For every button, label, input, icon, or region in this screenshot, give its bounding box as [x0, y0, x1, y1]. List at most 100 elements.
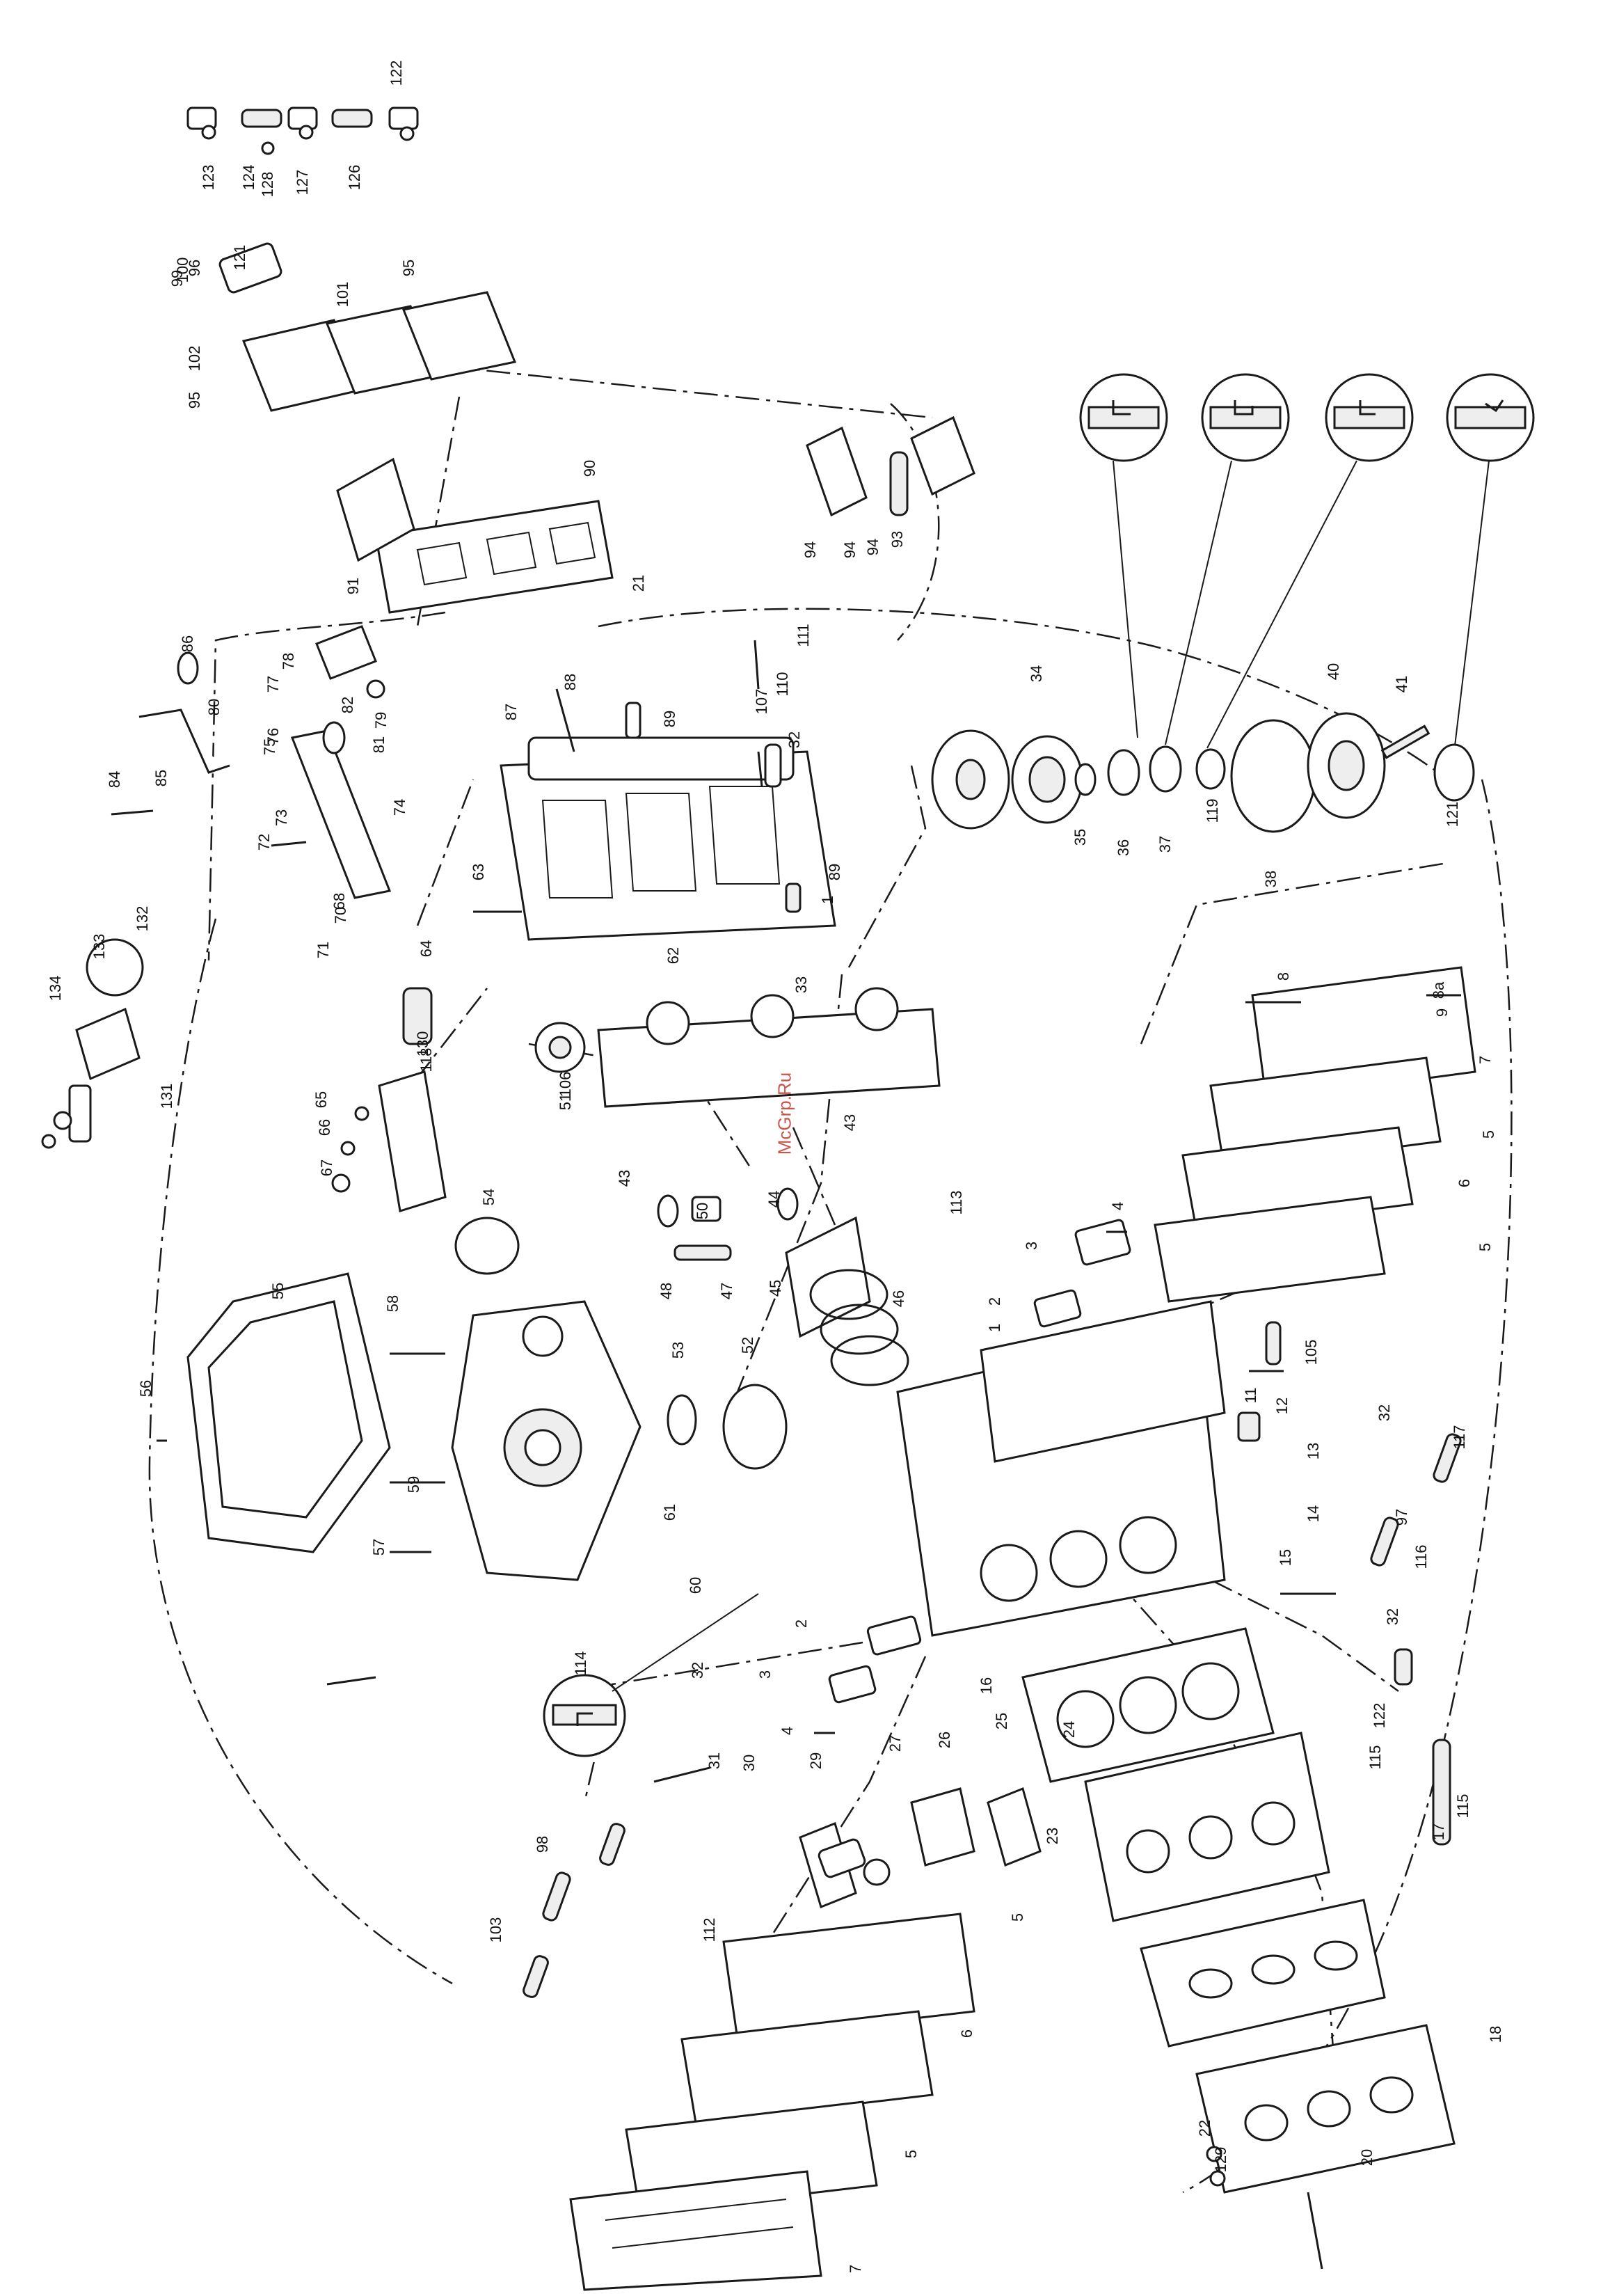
crankshaft-assembly [534, 712, 1475, 1108]
callout-label: 102 [186, 345, 203, 372]
callout-label: 131 [158, 1083, 175, 1109]
callout-label: 54 [480, 1188, 497, 1206]
callout-label: 126 [346, 164, 363, 191]
callout-label: 85 [152, 769, 170, 787]
callout-label: 119 [1204, 798, 1221, 823]
callout-label: 133 [90, 933, 108, 960]
callout-label: 73 [273, 809, 290, 827]
callout-label: 128 [259, 171, 276, 198]
callout-label: 110 [774, 672, 791, 697]
callout-label: 2 [986, 1297, 1003, 1306]
callout-label: 8a [1430, 981, 1447, 999]
callout-label: 115 [1366, 1745, 1384, 1770]
callout-label: 123 [200, 164, 217, 191]
callout-label: 21 [630, 574, 647, 592]
callout-label: 15 [1277, 1549, 1294, 1567]
callout-label: 25 [993, 1712, 1010, 1730]
callout-label: 22 [1196, 2119, 1213, 2137]
callout-label: 117 [1451, 1425, 1468, 1450]
callout-label: 30 [740, 1754, 758, 1772]
callout-label: 32 [1384, 1608, 1401, 1626]
callout-label: 122 [388, 60, 405, 86]
callout-label: 103 [487, 1917, 504, 1943]
callout-label: 94 [864, 538, 882, 556]
callout-label: 23 [1044, 1827, 1061, 1845]
callout-label: 64 [417, 940, 435, 958]
callout-label: 115 [1454, 1794, 1472, 1819]
callout-label: 88 [561, 673, 579, 691]
callout-label: 130 [414, 1031, 431, 1057]
callout-label: 35 [1071, 828, 1089, 846]
exhaust-cover-stack-lower [569, 1913, 975, 2291]
callout-label: 116 [1412, 1544, 1430, 1569]
callout-label: 62 [664, 947, 682, 965]
callout-label: 14 [1305, 1505, 1322, 1523]
detail-magnifier-circles [543, 373, 1535, 1757]
piston-assembly [657, 1187, 909, 1386]
callout-label: 132 [134, 905, 151, 932]
callout-label: 67 [318, 1159, 335, 1177]
callout-label: 66 [316, 1118, 333, 1137]
callout-label: 124 [240, 164, 257, 191]
watermark: McGrp.Ru [774, 1072, 795, 1155]
callout-label: 43 [616, 1169, 633, 1187]
callout-label: 100 [174, 257, 191, 283]
callout-label: 43 [841, 1114, 859, 1132]
callout-label: 33 [792, 976, 810, 994]
callout-label: 134 [47, 975, 64, 1001]
callout-label: 26 [936, 1731, 953, 1749]
callout-label: 1 [986, 1323, 1003, 1333]
callout-label: 121 [231, 244, 248, 271]
callout-label: 4 [779, 1726, 796, 1736]
callout-label: 32 [1376, 1404, 1393, 1422]
callout-label: 95 [400, 259, 417, 277]
callout-label: 114 [572, 1651, 589, 1676]
callout-label: 76 [264, 727, 282, 745]
cylinder-head [1084, 1732, 1456, 2194]
callout-label: 106 [557, 1071, 574, 1098]
callout-label: 53 [669, 1341, 687, 1359]
callout-label: 107 [753, 688, 770, 715]
callout-label: 12 [1273, 1397, 1291, 1415]
callout-label: 122 [1371, 1702, 1388, 1729]
callout-label: 45 [767, 1279, 784, 1297]
callout-label: 6 [1456, 1178, 1473, 1188]
callout-label: 79 [372, 711, 390, 729]
callout-label: 89 [826, 863, 843, 881]
callout-label: 16 [978, 1677, 995, 1695]
callout-label: 5 [1009, 1913, 1026, 1922]
callout-label: 81 [370, 736, 388, 754]
callout-label: 27 [886, 1734, 904, 1752]
cylinder-block [896, 1300, 1261, 1637]
callout-label: 60 [687, 1576, 704, 1594]
callout-label: 95 [186, 391, 203, 409]
callout-label: 55 [269, 1282, 287, 1300]
callout-label: 4 [1109, 1201, 1126, 1211]
callout-label: 3 [1023, 1241, 1040, 1251]
callout-label: 32 [689, 1661, 706, 1679]
callout-label: 34 [1028, 665, 1045, 683]
callout-label: 32 [786, 731, 803, 749]
callout-label: 36 [1115, 839, 1132, 857]
callout-label: 3 [756, 1670, 774, 1679]
callout-label: 87 [502, 703, 520, 721]
callout-label: 63 [470, 863, 487, 881]
linkage-parts [41, 625, 447, 1212]
callout-label: 40 [1325, 663, 1342, 681]
callout-label: 37 [1156, 835, 1174, 853]
callout-label: 18 [1487, 2025, 1504, 2043]
callout-label: 78 [280, 652, 297, 670]
callout-label: 57 [370, 1538, 388, 1556]
callout-label: 111 [795, 624, 812, 647]
callout-label: 65 [312, 1091, 330, 1109]
lower-crankcase-head [451, 1217, 788, 1581]
callout-label: 20 [1358, 2148, 1376, 2167]
head-gasket [1021, 1627, 1275, 1783]
callout-label: 61 [661, 1503, 678, 1521]
callout-label: 58 [384, 1295, 401, 1313]
callout-label: 127 [294, 169, 311, 196]
callout-label: 129 [1212, 2146, 1229, 2173]
callout-label: 94 [841, 541, 859, 559]
callout-label: 11 [1242, 1387, 1259, 1404]
